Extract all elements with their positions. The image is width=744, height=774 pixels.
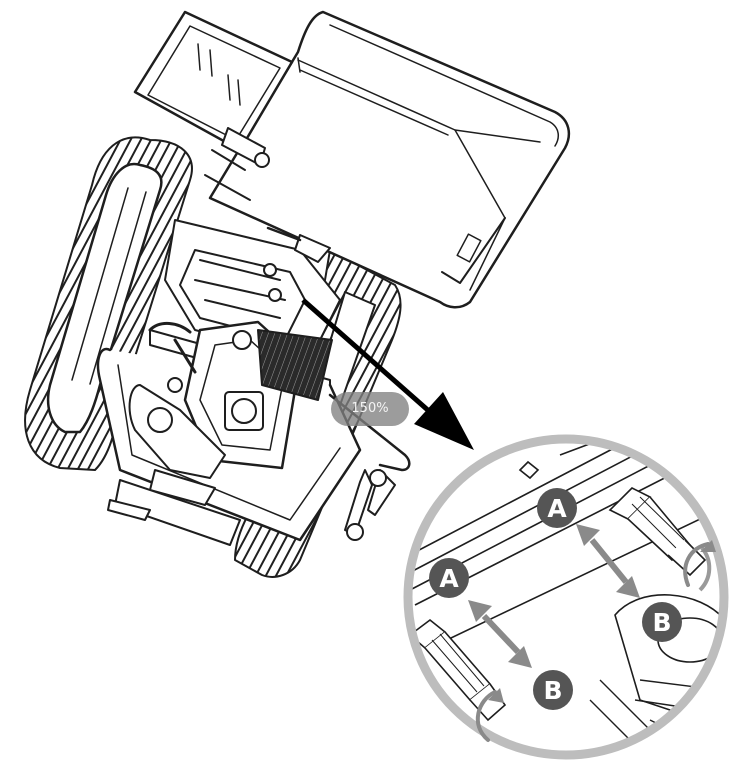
rotation-arrow-upper xyxy=(683,542,710,587)
upper-bolt xyxy=(608,487,712,592)
rear-gate xyxy=(133,10,294,201)
left-track xyxy=(24,136,193,471)
adjust-arrow-upper xyxy=(576,524,640,598)
point-b-upper: B xyxy=(642,602,682,642)
chassis-engine xyxy=(96,219,362,546)
rotation-arrows xyxy=(475,540,716,742)
point-a-upper: A xyxy=(537,488,577,528)
control-handles xyxy=(148,226,411,541)
point-b-upper-label: B xyxy=(652,608,671,637)
detail-callout: A A B B xyxy=(403,434,729,760)
point-b-lower: B xyxy=(533,670,573,710)
zoom-level-badge[interactable]: 150% xyxy=(331,392,409,426)
point-a-lower-label: A xyxy=(439,564,459,593)
pointer-arrow xyxy=(301,298,474,450)
point-a-lower: A xyxy=(429,558,469,598)
adjust-arrow-lower xyxy=(468,600,532,668)
tracked-dumper-drawing xyxy=(24,10,571,578)
rotation-arrow-lower xyxy=(475,690,497,742)
point-a-upper-label: A xyxy=(547,494,567,523)
dump-bin xyxy=(208,10,571,309)
point-b-lower-label: B xyxy=(543,676,562,705)
